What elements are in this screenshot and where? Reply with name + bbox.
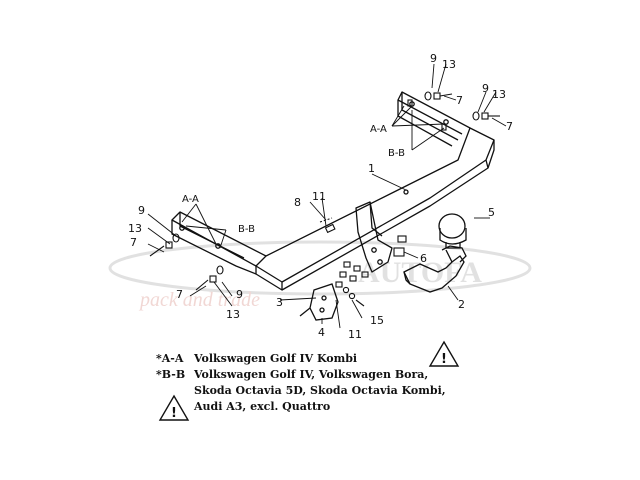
left-fasteners — [149, 233, 224, 291]
callout-13-top2: 13 — [492, 88, 506, 101]
callout-9-top: 9 — [430, 52, 437, 65]
section-top-aa: A-A — [370, 124, 387, 135]
callout-1: 1 — [368, 162, 375, 175]
callout-9-bottom: 9 — [236, 288, 243, 301]
legend-bb-line1: Volkswagen Golf IV, Volkswagen Bora, — [193, 368, 428, 381]
watermark: AUTOFA pack and trade — [108, 240, 532, 311]
tow-ball — [438, 213, 467, 249]
warning-triangle-icon: ! — [428, 340, 460, 367]
legend-bb-line3: Audi A3, excl. Quattro — [193, 400, 330, 413]
callout-13-left: 13 — [128, 222, 142, 235]
watermark-sub: pack and trade — [138, 289, 260, 311]
legend-aa-key: *A-A — [156, 352, 184, 365]
callout-5: 5 — [488, 206, 495, 219]
svg-text:!: ! — [171, 406, 177, 421]
callout-7-top: 7 — [456, 94, 463, 107]
callout-9-top2: 9 — [482, 82, 489, 95]
warning-triangle-icon: ! — [158, 394, 190, 421]
callout-11-bottom: 11 — [348, 328, 362, 341]
callout-7-top2: 7 — [506, 120, 513, 133]
callout-4: 4 — [318, 326, 325, 339]
section-top-bb: B-B — [388, 148, 405, 159]
svg-text:!: ! — [441, 352, 447, 367]
callout-8: 8 — [294, 196, 301, 209]
center-bolts — [319, 217, 407, 307]
legend-bb-line2: Skoda Octavia 5D, Skoda Octavia Kombi, — [194, 384, 446, 397]
socket-plate — [299, 283, 339, 321]
section-left-bb: B-B — [238, 224, 255, 235]
callout-7-left: 7 — [130, 236, 137, 249]
legend-aa-text: Volkswagen Golf IV Kombi — [193, 352, 357, 365]
legend-bb-key: *B-B — [156, 368, 185, 381]
callout-11-center: 11 — [312, 190, 326, 203]
callouts: 1 5 6 2 3 4 11 15 8 11 9 13 7 9 13 7 9 1… — [128, 52, 513, 341]
watermark-brand: AUTOFA — [358, 256, 482, 289]
ball-neck — [403, 245, 467, 293]
callout-7-bottom: 7 — [176, 288, 183, 301]
callout-9-left: 9 — [138, 204, 145, 217]
crossbar — [171, 91, 495, 291]
callout-13-bottom: 13 — [226, 308, 240, 321]
callout-6: 6 — [420, 252, 427, 265]
callout-13-top: 13 — [442, 58, 456, 71]
leader-lines — [147, 63, 507, 329]
top-fasteners — [407, 91, 500, 131]
section-left-aa: A-A — [182, 194, 199, 205]
callout-2: 2 — [458, 298, 465, 311]
callout-15: 15 — [370, 314, 384, 327]
callout-3: 3 — [276, 296, 283, 309]
legend: *A-A Volkswagen Golf IV Kombi *B-B Volks… — [156, 352, 446, 413]
